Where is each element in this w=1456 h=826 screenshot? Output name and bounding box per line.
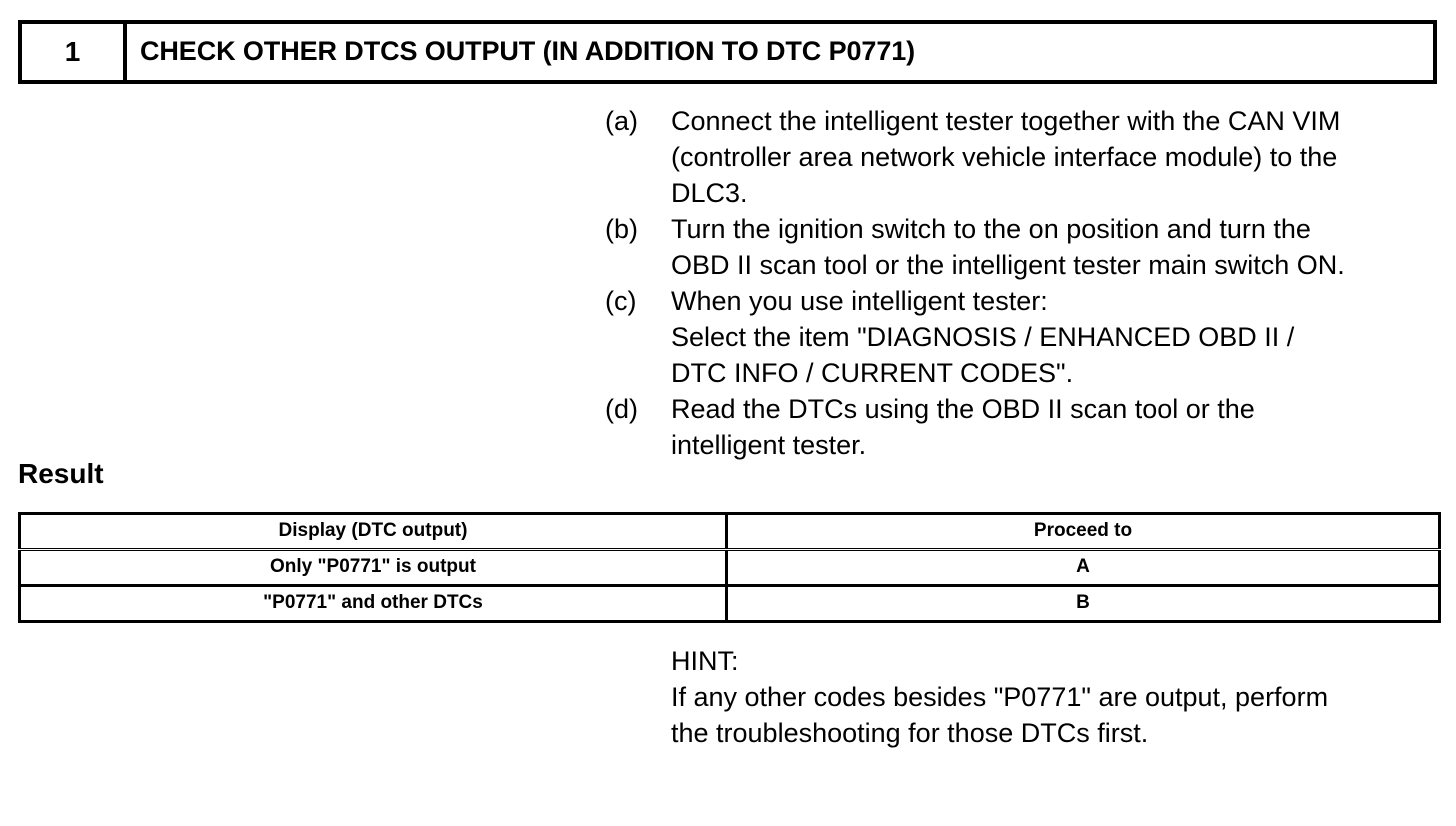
table-header-proceed-to: Proceed to [725, 512, 1441, 551]
step-number-cell: 1 [22, 24, 127, 80]
step-title-cell: CHECK OTHER DTCS OUTPUT (IN ADDITION TO … [127, 24, 1433, 80]
procedure-text-line: DTC INFO / CURRENT CODES". [671, 358, 1074, 388]
procedure-marker-b: (b) [605, 214, 638, 244]
procedure-list: (a) Connect the intelligent tester toget… [605, 103, 1445, 463]
table-cell-display: "P0771" and other DTCs [18, 584, 728, 623]
procedure-text-line: Connect the intelligent tester together … [671, 106, 1341, 136]
procedure-text-b: Turn the ignition switch to the on posit… [671, 211, 1445, 283]
hint-text-line: the troubleshooting for those DTCs first… [671, 718, 1149, 748]
table-cell-proceed-to: A [725, 548, 1441, 587]
table-header-display: Display (DTC output) [18, 512, 728, 551]
procedure-marker-d: (d) [605, 394, 638, 424]
hint-label: HINT: [671, 646, 739, 676]
hint-text-line: If any other codes besides "P0771" are o… [671, 682, 1329, 712]
procedure-text-line: intelligent tester. [671, 430, 867, 460]
table-cell-display: Only "P0771" is output [18, 548, 728, 587]
result-heading: Result [18, 458, 104, 489]
step-number: 1 [64, 36, 81, 67]
step-title: CHECK OTHER DTCS OUTPUT (IN ADDITION TO … [140, 36, 916, 67]
procedure-text-d: Read the DTCs using the OBD II scan tool… [671, 391, 1445, 463]
procedure-marker-c: (c) [605, 286, 637, 316]
procedure-text-line: Select the item "DIAGNOSIS / ENHANCED OB… [671, 322, 1295, 352]
procedure-item-a: (a) Connect the intelligent tester toget… [605, 103, 1445, 211]
procedure-text-line: When you use intelligent tester: [671, 286, 1048, 316]
procedure-text-line: Turn the ignition switch to the on posit… [671, 214, 1311, 244]
procedure-marker-a: (a) [605, 106, 638, 136]
procedure-item-b: (b) Turn the ignition switch to the on p… [605, 211, 1445, 283]
table-row: Only "P0771" is output A [18, 548, 1441, 587]
procedure-text-line: OBD II scan tool or the intelligent test… [671, 250, 1345, 280]
table-row: "P0771" and other DTCs B [18, 584, 1441, 623]
table-cell-proceed-to: B [725, 584, 1441, 623]
table-header-row: Display (DTC output) Proceed to [18, 512, 1441, 551]
procedure-text-line: DLC3. [671, 178, 748, 208]
procedure-text-line: (controller area network vehicle interfa… [671, 142, 1338, 172]
hint-block: HINT: If any other codes besides "P0771"… [671, 643, 1446, 751]
result-table: Display (DTC output) Proceed to Only "P0… [18, 512, 1441, 623]
procedure-text-a: Connect the intelligent tester together … [671, 103, 1445, 211]
procedure-item-d: (d) Read the DTCs using the OBD II scan … [605, 391, 1445, 463]
step-header-box: 1 CHECK OTHER DTCS OUTPUT (IN ADDITION T… [18, 20, 1437, 84]
procedure-text-line: Read the DTCs using the OBD II scan tool… [671, 394, 1255, 424]
procedure-item-c: (c) When you use intelligent tester: Sel… [605, 283, 1445, 391]
procedure-text-c: When you use intelligent tester: Select … [671, 283, 1445, 391]
